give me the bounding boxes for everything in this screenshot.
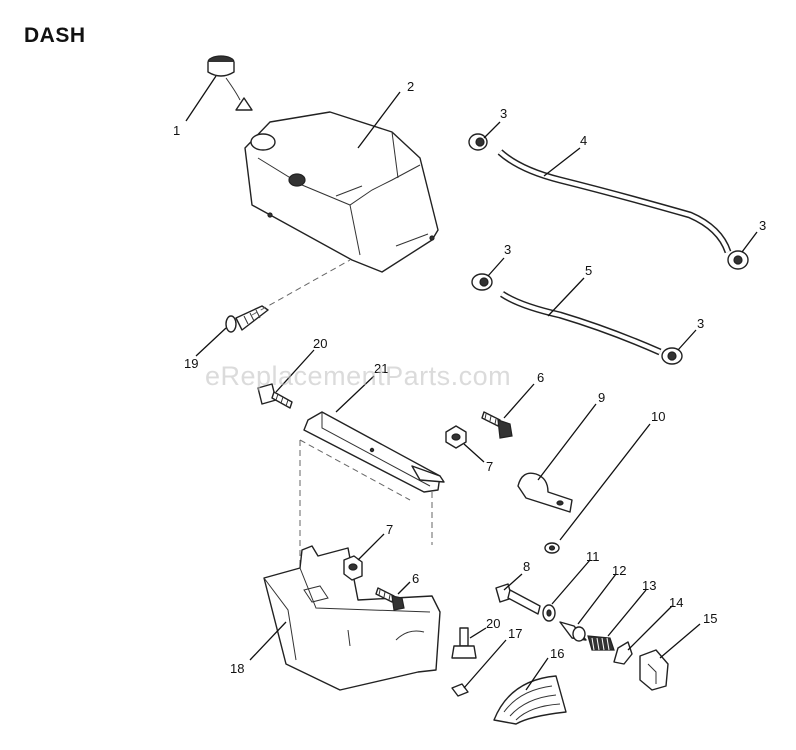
part-fuel-hose-lower[interactable]: [500, 291, 662, 356]
part-fuel-tank[interactable]: [244, 111, 439, 273]
part-bracket-rail-21[interactable]: [303, 411, 445, 493]
callout-1: 1: [173, 123, 180, 138]
callout-3: 3: [759, 218, 766, 233]
part-hose-clamp-mid-left[interactable]: [471, 273, 493, 291]
leader-lines: [185, 75, 758, 691]
callout-7: 7: [386, 522, 393, 537]
part-washer-11[interactable]: [542, 604, 556, 622]
callout-10: 10: [651, 409, 665, 424]
part-fuel-hose-upper[interactable]: [497, 149, 732, 254]
part-grille-16[interactable]: [493, 675, 567, 725]
callout-19: 19: [184, 356, 198, 371]
part-bolt-20-lower[interactable]: [451, 627, 477, 659]
callout-20: 20: [313, 336, 327, 351]
callout-14: 14: [669, 595, 683, 610]
callout-2: 2: [407, 79, 414, 94]
part-bolt-20-upper[interactable]: [257, 383, 293, 409]
part-hose-clamp-top-left[interactable]: [468, 133, 488, 151]
part-clip-14[interactable]: [613, 641, 633, 665]
part-fuel-cap[interactable]: [207, 55, 253, 111]
callout-6: 6: [412, 571, 419, 586]
callout-16: 16: [550, 646, 564, 661]
part-clamp-bracket-9[interactable]: [517, 472, 573, 513]
callout-6: 6: [537, 370, 544, 385]
callout-13: 13: [642, 578, 656, 593]
part-washer-17[interactable]: [451, 683, 469, 697]
callout-18: 18: [230, 661, 244, 676]
part-spacer-12[interactable]: [559, 621, 587, 642]
callout-15: 15: [703, 611, 717, 626]
callout-12: 12: [612, 563, 626, 578]
callout-3: 3: [504, 242, 511, 257]
callout-3: 3: [697, 316, 704, 331]
callout-8: 8: [523, 559, 530, 574]
callout-4: 4: [580, 133, 587, 148]
diagram-title: DASH: [24, 24, 86, 47]
part-washer-10[interactable]: [544, 542, 560, 554]
callout-5: 5: [585, 263, 592, 278]
part-hose-clamp-mid-right[interactable]: [661, 347, 683, 365]
callout-3: 3: [500, 106, 507, 121]
assembly-line-screw: [251, 259, 351, 316]
callout-21: 21: [374, 361, 388, 376]
part-screw-6-upper[interactable]: [481, 411, 513, 439]
callout-7: 7: [486, 459, 493, 474]
callout-17: 17: [508, 626, 522, 641]
part-nut-7-lower[interactable]: [343, 555, 363, 581]
assembly-line-top: [299, 439, 411, 501]
part-spring-13[interactable]: [587, 635, 615, 651]
part-dash-panel-18[interactable]: [263, 545, 441, 691]
callout-20: 20: [486, 616, 500, 631]
callout-11: 11: [586, 549, 600, 564]
callouts: 1 2 3 4 3 3 5 3 19 20 21 6 9 10 7 7 6 8 …: [173, 79, 766, 676]
part-bracket-15[interactable]: [639, 649, 669, 691]
callout-9: 9: [598, 390, 605, 405]
watermark-text: eReplacementParts.com: [205, 361, 512, 391]
part-nut-7-upper[interactable]: [445, 425, 467, 449]
part-hose-clamp-top-right[interactable]: [727, 250, 749, 270]
part-screw-19[interactable]: [225, 305, 269, 333]
part-screw-6-lower[interactable]: [375, 587, 405, 611]
part-bolt-8[interactable]: [495, 583, 541, 615]
